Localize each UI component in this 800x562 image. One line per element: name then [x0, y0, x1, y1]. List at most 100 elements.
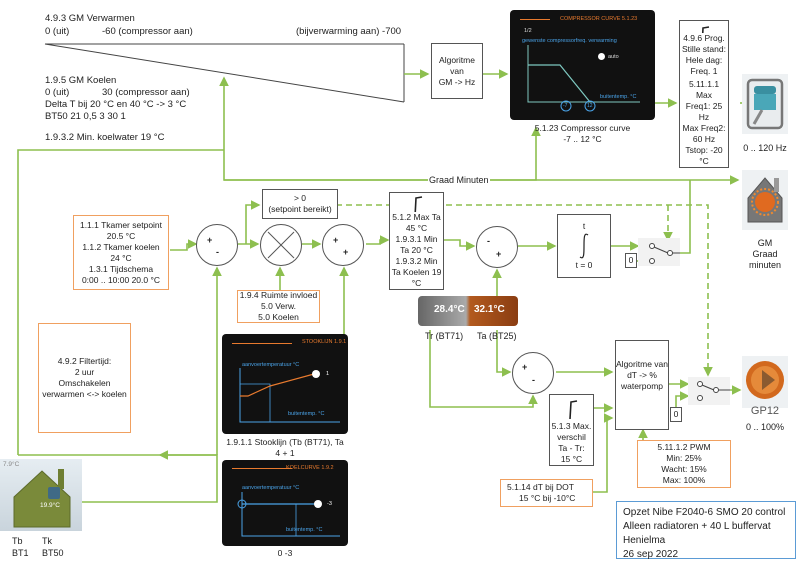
- heating-gm-aux-on: (bijverwarming aan) -700: [296, 26, 402, 37]
- stooklijn-caption: 1.9.1.1 Stooklijn (Tb (BT71), Ta 4 + 1: [215, 437, 355, 459]
- koelcurve-axis-y: aanvoertemperatuur °C: [242, 485, 300, 491]
- algo-dt-line: waterpomp: [620, 381, 664, 391]
- wire-maxta-sum3: [444, 239, 476, 251]
- integral-icon: [579, 233, 589, 259]
- heating-gm-off: 0 (uit): [45, 26, 70, 37]
- setpoint-line: 1.1.2 Tkamer koelen: [82, 241, 160, 252]
- house-image: 7.9°C 19.9°C: [0, 459, 82, 531]
- integrator-upper-limit: t: [582, 221, 586, 231]
- gm-caption-line1: GM: [757, 238, 773, 248]
- wire-ta-sum4: [496, 330, 512, 377]
- max-diff-line: verschil: [557, 432, 586, 442]
- sensor-tb-id: BT1: [12, 548, 29, 558]
- compressor-screen-title: COMPRESSOR CURVE 5.1.23: [560, 16, 638, 22]
- algo-dt-block: Algoritme van dT -> % waterpomp: [615, 340, 669, 430]
- max-ta-line: 1.9.3.2 Min: [395, 256, 438, 266]
- algo-dt-line: dT -> %: [627, 370, 657, 380]
- setpoint-reached-line1: > 0: [293, 193, 307, 203]
- compressor-point-min: -7: [563, 103, 568, 109]
- wire-house-stooklijn: [64, 450, 218, 503]
- sum3-sign-minus: -: [487, 236, 490, 246]
- algo-dt-line: Algoritme van: [616, 359, 668, 369]
- prog-line: Hele dag:: [685, 54, 723, 65]
- room-influence-line: 5.0 Koelen: [258, 312, 299, 322]
- max-diff-line: Ta - Tr:: [558, 443, 585, 453]
- koelcurve-graph: [237, 492, 340, 537]
- integrator-lower-limit: t = 0: [575, 260, 593, 270]
- prog-line: Freq. 1: [690, 65, 718, 76]
- compressor-range-label: 0 .. 120 Hz: [743, 143, 787, 153]
- cooling-bt50: BT50 21 0,5 3 30 1: [45, 111, 126, 122]
- wire-dot-algo: [593, 413, 614, 493]
- stooklijn-screen-title: STOOKLIJN 1.9.1: [302, 339, 347, 345]
- house-sun-icon: [747, 177, 783, 223]
- sum2-sign-plus: +: [333, 235, 339, 245]
- stooklijn-caption-line2: 4 + 1: [275, 448, 295, 458]
- dot-line1: 5.1.14 dT bij DOT: [507, 482, 574, 492]
- pump-icon-tile: [742, 356, 788, 408]
- koelcurve-screen-title: KOELCURVE 1.9.2: [286, 465, 334, 471]
- dt-dot-block: 5.1.14 dT bij DOT 15 °C bij -10°C: [500, 479, 593, 507]
- multiply-icon: [267, 231, 295, 259]
- gm-icon-caption: GM Graad minuten: [735, 238, 795, 271]
- graad-minuten-label: Graad Minuten: [428, 174, 490, 186]
- filter-time-block: 4.9.2 Filtertijd: 2 uur Omschakelen verw…: [38, 323, 131, 433]
- setpoint-line: 20.5 °C: [106, 230, 136, 241]
- summing-junction-4: + -: [512, 352, 554, 394]
- summing-junction-2: + +: [322, 224, 364, 266]
- pwm-line: Max: 100%: [662, 475, 706, 485]
- indoor-temperature: 19.9°C: [40, 502, 60, 509]
- gm-switch: [638, 238, 680, 266]
- sum1-sign-minus: -: [216, 247, 219, 257]
- heating-gm-compressor-on: -60 (compressor aan): [102, 26, 193, 37]
- setpoint-line: 0:00 .. 10:00 20.0 °C: [81, 274, 161, 285]
- step-function-icon: [701, 26, 710, 33]
- zero-constant-2: 0: [670, 407, 682, 422]
- sensor-tk-id: BT50: [42, 548, 64, 558]
- compressor-screen-subtitle: gewenste compressorfreq. verwarming: [522, 38, 617, 44]
- sensor-tb-name: Tb: [12, 536, 23, 546]
- multiplier-junction: [260, 224, 302, 266]
- max-ta-block: 5.1.2 Max Ta 45 °C 1.9.3.1 Min Ta 20 °C …: [389, 192, 444, 290]
- pump-name: GP12: [750, 405, 780, 417]
- max-ta-line: Ta Koelen 19: [391, 267, 442, 277]
- filter-line: 4.9.2 Filtertijd:: [57, 356, 112, 366]
- sensor-tb-label: Tb BT1: [12, 535, 29, 559]
- room-influence-block: 1.9.4 Ruimte invloed 5.0 Verw. 5.0 Koele…: [237, 290, 320, 323]
- filter-line: verwarmen <-> koelen: [42, 389, 127, 399]
- dot-line2: 15 °C bij -10°C: [519, 493, 576, 503]
- setpoint-line: 1.1.1 Tkamer setpoint: [79, 219, 163, 230]
- koelcurve-axis-x: buitentemp. °C: [286, 527, 323, 533]
- step-function-icon: [413, 196, 422, 212]
- compressor-curve-graph: [527, 45, 640, 112]
- sensor-tk-label: Tk BT50: [42, 535, 64, 559]
- compressor-screen-axis: buitentemp. °C: [600, 94, 637, 100]
- pwm-line: Min: 25%: [666, 453, 702, 463]
- wire-sum1-setpoint-reached: [245, 200, 261, 244]
- room-influence-line: 5.0 Verw.: [261, 301, 296, 311]
- summing-junction-3: - +: [476, 226, 518, 268]
- info-line: Alleen radiatoren + 40 L buffervat: [623, 521, 771, 532]
- koelcurve-screen: KOELCURVE 1.9.2 aanvoertemperatuur °C -3…: [222, 460, 348, 546]
- gm-caption-line3: minuten: [748, 260, 782, 270]
- koelcurve-caption: 0 -3: [277, 548, 293, 558]
- compressor-screen-page: 1/2: [524, 28, 532, 34]
- pwm-settings-block: 5.11.1.2 PWM Min: 25% Wacht: 15% Max: 10…: [637, 440, 731, 488]
- compressor-point-max: 12: [587, 103, 593, 109]
- step-function-icon: [568, 400, 577, 420]
- wire-setpoint-sum1: [170, 239, 198, 251]
- zero-constant-1: 0: [625, 253, 637, 268]
- circulation-pump-icon: [746, 361, 784, 399]
- compressor-curve-screen: COMPRESSOR CURVE 5.1.23 1/2 gewenste com…: [510, 10, 655, 120]
- pump-switch: [688, 377, 730, 405]
- info-line: Henielma: [623, 535, 666, 546]
- wire-tr-sum4: [429, 330, 538, 408]
- info-line: 26 sep 2022: [623, 549, 679, 560]
- setpoint-settings-block: 1.1.1 Tkamer setpoint 20.5 °C 1.1.2 Tkam…: [73, 215, 169, 290]
- compressor-curve-caption: 5.1.23 Compressor curve -7 .. 12 °C: [510, 123, 655, 145]
- prog-line: Freq1: 25 Hz: [685, 101, 723, 122]
- stooklijn-axis-x: buitentemp. °C: [288, 411, 325, 417]
- max-ta-line: 5.1.2 Max Ta: [392, 212, 441, 222]
- heating-gm-title: 4.9.3 GM Verwarmen: [45, 13, 135, 24]
